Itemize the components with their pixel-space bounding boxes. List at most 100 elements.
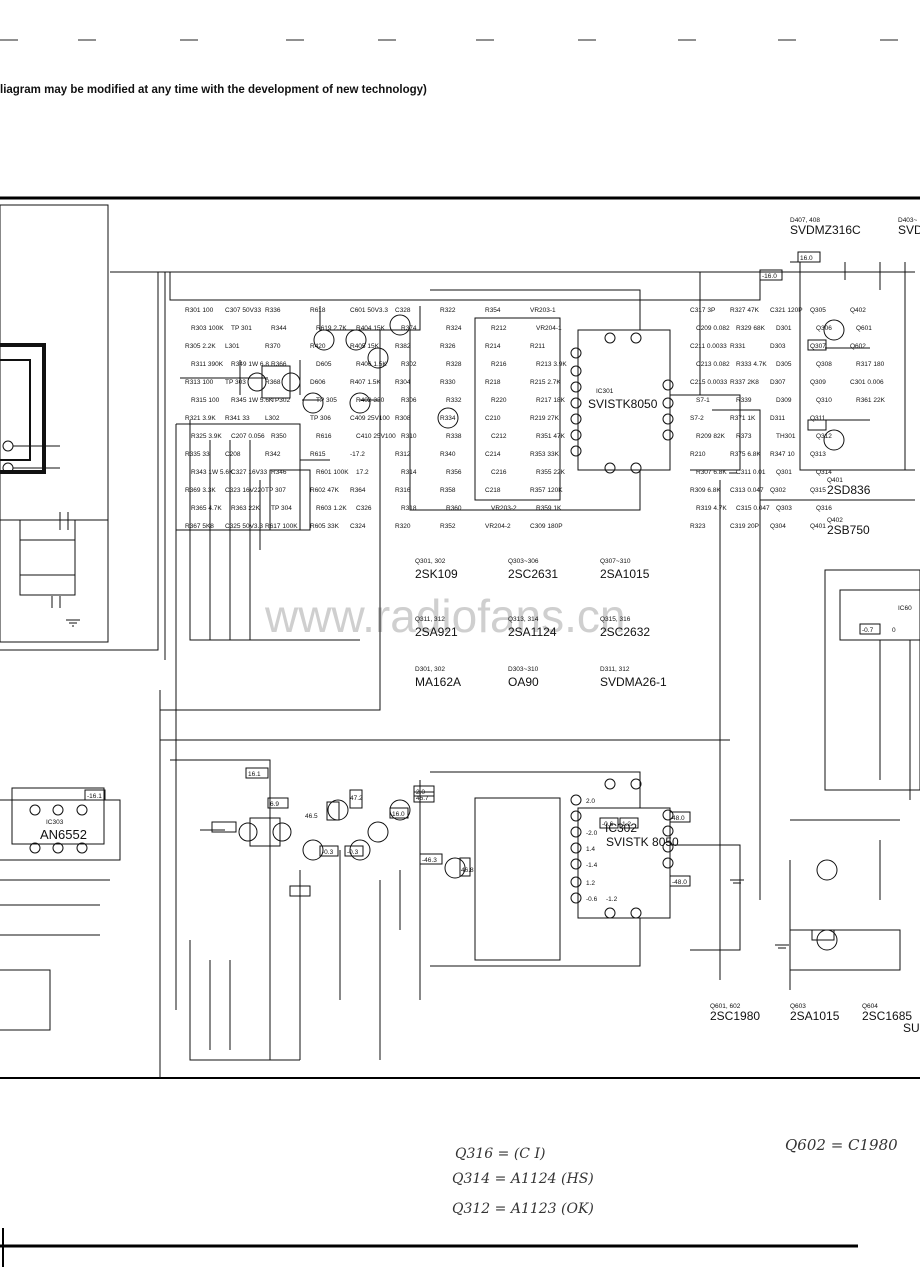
voltage-value: 2.0: [586, 798, 595, 805]
component-label: C213 0.082: [696, 361, 730, 368]
component-label: R354: [485, 307, 501, 314]
part-refs: Q307~310: [600, 558, 631, 565]
part-type: SVDMA26-1: [600, 675, 667, 689]
voltage-value: -16.0: [762, 273, 777, 280]
component-label: Q602: [850, 343, 866, 350]
component-label: D303: [770, 343, 786, 350]
component-label: R363 22K: [231, 505, 261, 512]
component-label: R375 6.8K: [730, 451, 761, 458]
part-type: 2SA1124: [508, 625, 557, 639]
component-label: R323: [690, 523, 706, 530]
component-label: R404 15K: [356, 325, 386, 332]
component-label: Q305: [810, 307, 826, 314]
component-label: C307 50V33: [225, 307, 262, 314]
component-label: R338: [446, 433, 462, 440]
component-label: TP 307: [265, 487, 286, 494]
part-type: 2SC1980: [710, 1009, 760, 1023]
component-label: R382: [395, 343, 411, 350]
component-label: C326: [356, 505, 372, 512]
component-label: R373: [736, 433, 752, 440]
component-label: R311 390K: [191, 361, 224, 368]
component-label: R343 1W 5.6K: [191, 469, 234, 476]
component-label: Q316: [816, 505, 832, 512]
part-type: OA90: [508, 675, 539, 689]
voltage-value: -48.0: [672, 879, 687, 886]
component-label: VR203-2: [491, 505, 517, 512]
component-label: C212: [491, 433, 507, 440]
component-label: TP302: [271, 397, 291, 404]
component-label: R617 100K: [265, 523, 298, 530]
component-label: R334: [440, 415, 456, 422]
component-label: R214: [485, 343, 501, 350]
component-label: S7-1: [696, 397, 710, 404]
component-label: R213 3.9K: [536, 361, 567, 368]
part-type: 2SC1685: [862, 1009, 912, 1023]
part-refs: Q604: [862, 1003, 878, 1010]
component-label: R352: [440, 523, 456, 530]
component-label: R370: [265, 343, 281, 350]
component-label: C218: [485, 487, 501, 494]
component-label: R215 2.7K: [530, 379, 561, 386]
component-label: D605: [316, 361, 332, 368]
component-label: R303 100K: [191, 325, 224, 332]
voltage-value: 47.2: [350, 795, 363, 802]
component-label: R353 33K: [530, 451, 560, 458]
component-label: D307: [770, 379, 786, 386]
component-label: C313 0.047: [730, 487, 764, 494]
component-label: R336: [265, 307, 281, 314]
component-label: R326: [440, 343, 456, 350]
voltage-value: 6.9: [270, 801, 279, 808]
component-label: Q311: [810, 415, 826, 422]
component-label: C323 16V220: [225, 487, 265, 494]
part-refs: Q603: [790, 1003, 806, 1010]
voltages-ch1: 16.0 -16.0 -0.7 0: [762, 255, 896, 634]
component-label: R339: [736, 397, 752, 404]
component-label: R330: [440, 379, 456, 386]
component-label: R374: [401, 325, 417, 332]
component-label: TP 306: [310, 415, 331, 422]
voltage-value: 2.0: [416, 789, 425, 796]
component-label: Q306: [816, 325, 832, 332]
part-type: 2SA921: [415, 625, 458, 639]
component-label: R368: [265, 379, 281, 386]
component-label: Q304: [770, 523, 786, 530]
component-label: TH301: [776, 433, 796, 440]
wiring-ch2: [0, 690, 741, 1078]
component-label: R344: [271, 325, 287, 332]
component-label: R313 100: [185, 379, 214, 386]
component-label: C601 50V3.3: [350, 307, 388, 314]
voltage-value: -46.3: [422, 857, 437, 864]
part-refs: Q301, 302: [415, 558, 446, 565]
component-label: R349 1W 6.8: [231, 361, 269, 368]
component-label: R305 2.2K: [185, 343, 216, 350]
component-label: R314: [401, 469, 417, 476]
part-type: 2SB750: [827, 523, 870, 537]
component-label: R364: [350, 487, 366, 494]
part-refs: D407, 408: [790, 217, 820, 224]
part-refs: Q601, 602: [710, 1003, 741, 1010]
component-label: D309: [776, 397, 792, 404]
component-label: C324: [350, 523, 366, 530]
component-label: C207 0.056: [231, 433, 265, 440]
component-label: R355 22K: [536, 469, 566, 476]
part-refs: D303~310: [508, 666, 539, 673]
component-label: R315 100: [191, 397, 220, 404]
component-label: VR204-2: [485, 523, 511, 530]
part-refs: Q401: [827, 477, 843, 484]
component-label: D311: [770, 415, 785, 422]
component-label: C301 0.006: [850, 379, 884, 386]
part-refs: Q313, 314: [508, 616, 539, 623]
component-label: R342: [265, 451, 281, 458]
part-type: MA162A: [415, 675, 461, 689]
component-label: R361 22K: [856, 397, 886, 404]
component-label: R321 3.9K: [185, 415, 216, 422]
component-label: 17.2: [356, 469, 369, 476]
component-label: R302: [401, 361, 417, 368]
component-label: R346: [271, 469, 287, 476]
voltage-value: -1.4: [586, 862, 598, 869]
part-type: SVDMZ316C: [790, 223, 861, 237]
component-label: R218: [485, 379, 501, 386]
parts-table: Q301, 302 2SK109 Q303~306 2SC2631 Q307~3…: [415, 558, 667, 689]
component-label: R327 47K: [730, 307, 760, 314]
voltage-value: -0.6: [602, 821, 614, 828]
